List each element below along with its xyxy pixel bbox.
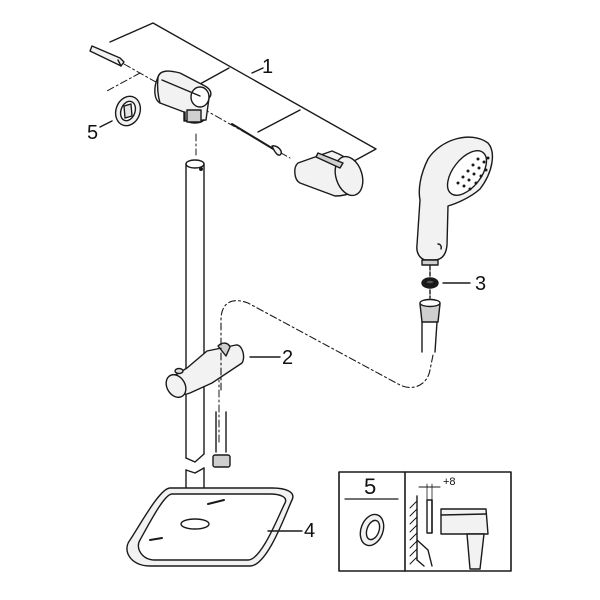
inset-holder-icon	[440, 508, 489, 570]
shower-rail-icon	[185, 159, 205, 526]
bracket-group-outline	[109, 22, 377, 168]
inset-part-number: 5	[364, 474, 377, 499]
callout-label-3: 3	[475, 273, 487, 295]
callout-label-5: 5	[87, 122, 99, 144]
washer-icon	[421, 265, 439, 299]
inset-dimension-label: +8	[443, 476, 456, 488]
callout-leader-5	[99, 120, 113, 128]
soap-tray-icon	[126, 487, 294, 567]
inset-box	[338, 471, 512, 572]
end-cap-icon	[294, 150, 364, 197]
hose-path	[220, 300, 434, 391]
hand-shower-icon	[416, 136, 494, 266]
top-bracket-icon	[154, 70, 212, 124]
wall-section-icon	[409, 483, 441, 567]
slider-holder-icon	[165, 342, 245, 399]
hose-nut-icon	[212, 411, 231, 468]
spacer-ring-icon	[114, 95, 142, 127]
wall-anchor-icon	[89, 45, 125, 67]
inset-spacer-ring-icon	[359, 513, 385, 547]
callout-label-4: 4	[304, 520, 316, 542]
callout-label-2: 2	[282, 347, 294, 369]
hose-top-nut-icon	[419, 298, 441, 353]
screw-icon	[231, 123, 282, 156]
callout-label-1: 1	[262, 56, 274, 78]
